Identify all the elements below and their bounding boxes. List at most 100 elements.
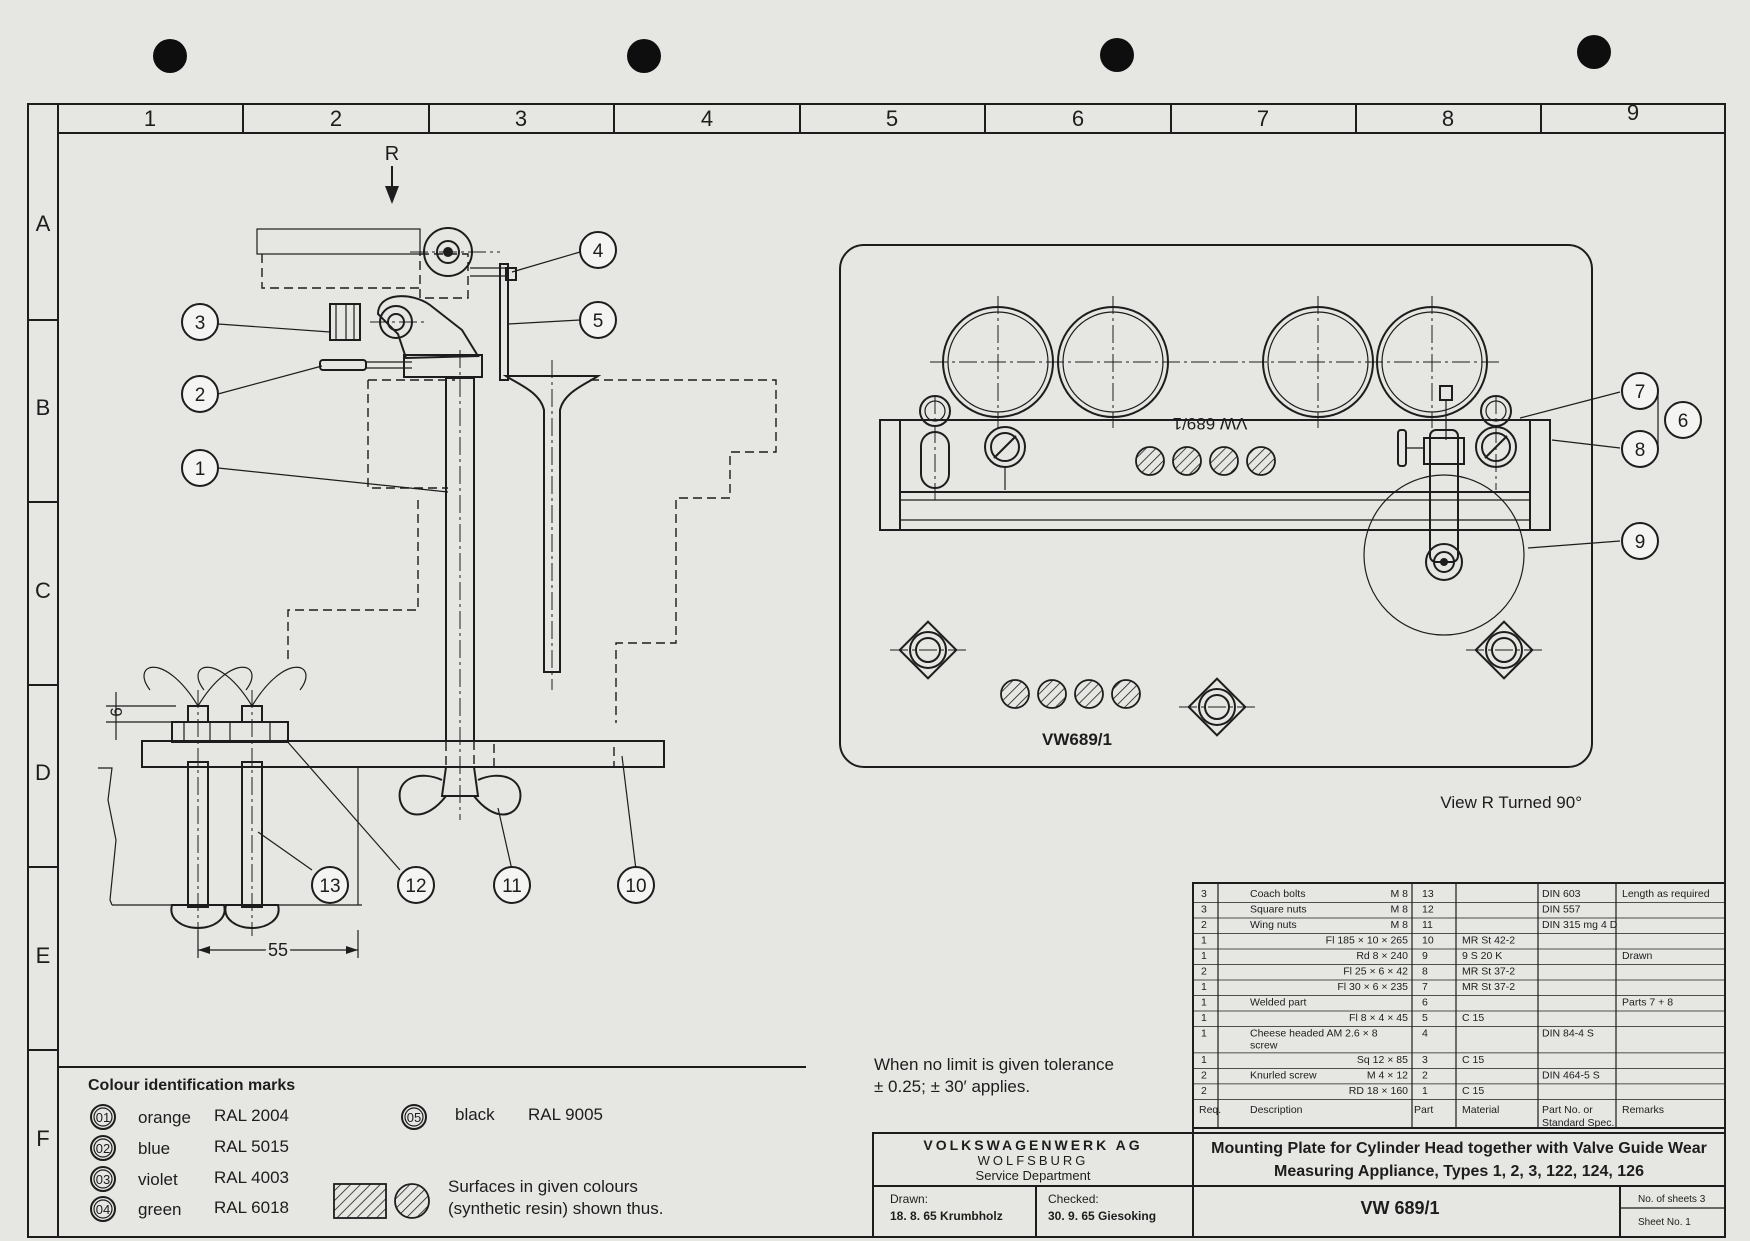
grid-column-labels: 1 2 3 4 5 6 7 8 9 xyxy=(144,100,1639,131)
svg-text:2: 2 xyxy=(195,385,206,406)
grid-row-labels: A B C D E F xyxy=(35,211,51,1151)
bom-cell-size: M 8 xyxy=(1390,888,1408,900)
bom-cell-material: C 15 xyxy=(1462,1054,1484,1066)
svg-text:11: 11 xyxy=(502,876,522,897)
number-of-sheets: No. of sheets 3 xyxy=(1638,1194,1706,1205)
svg-text:black: black xyxy=(455,1105,495,1124)
svg-text:RAL 5015: RAL 5015 xyxy=(214,1137,289,1156)
bom-cell-material: MR St 42-2 xyxy=(1462,935,1515,947)
grid-col-2: 2 xyxy=(330,106,342,131)
bom-cell-description: Knurled screw xyxy=(1250,1069,1317,1081)
svg-text:RAL 2004: RAL 2004 xyxy=(214,1106,289,1125)
bom-cell-part: 3 xyxy=(1422,1054,1428,1066)
balloon-1: 1 xyxy=(181,449,219,487)
company-department: Service Department xyxy=(976,1168,1091,1183)
grid-row-a: A xyxy=(36,211,51,236)
balloon-3: 3 xyxy=(181,303,219,341)
part-9-arm xyxy=(1429,429,1459,563)
grid-col-8: 8 xyxy=(1442,106,1454,131)
engraving-top: VW 689/1 xyxy=(1173,414,1248,433)
title-block: VOLKSWAGENWERK AG WOLFSBURG Service Depa… xyxy=(872,1128,1726,1238)
bom-header-partno-2: Standard Spec. xyxy=(1542,1117,1614,1129)
bom-cell-part: 6 xyxy=(1422,997,1428,1009)
grid-row-f: F xyxy=(36,1126,49,1151)
svg-text:blue: blue xyxy=(138,1139,170,1158)
bom-cell-part: 1 xyxy=(1422,1085,1428,1097)
sheet-number: Sheet No. 1 xyxy=(1638,1217,1691,1228)
svg-text:8: 8 xyxy=(1635,440,1646,461)
bom-cell-part: 4 xyxy=(1422,1028,1428,1040)
bom-header-description: Description xyxy=(1250,1104,1303,1116)
bom-cell-size: Fl 25 × 6 × 42 xyxy=(1343,966,1408,978)
svg-text:10: 10 xyxy=(625,876,646,897)
bom-cell-description: Wing nuts xyxy=(1250,919,1297,931)
bom-header-remarks: Remarks xyxy=(1622,1104,1664,1116)
bom-cell-part: 7 xyxy=(1422,981,1428,993)
grid-row-d: D xyxy=(35,760,51,785)
punch-holes xyxy=(153,35,1611,73)
grid-col-3: 3 xyxy=(515,106,527,131)
drawing-number: VW 689/1 xyxy=(1360,1198,1439,1218)
colour-marks-upper xyxy=(1135,446,1276,476)
bom-cell-part: 8 xyxy=(1422,966,1428,978)
bom-cell-part: 9 xyxy=(1422,950,1428,962)
colour-mark-03: 03 violet RAL 4003 xyxy=(90,1166,289,1192)
svg-text:04: 04 xyxy=(96,1202,110,1217)
svg-text:13: 13 xyxy=(319,876,340,897)
bom-cell-size: M 8 xyxy=(1390,904,1408,916)
grid-col-9: 9 xyxy=(1627,100,1639,125)
balloon-8: 8 xyxy=(1621,430,1659,468)
bom-header-req: Req. xyxy=(1199,1104,1221,1116)
bom-cell-remarks: Parts 7 + 8 xyxy=(1622,997,1673,1009)
bom-cell-req: 1 xyxy=(1201,997,1207,1009)
bom-cell-part: 12 xyxy=(1422,904,1434,916)
bom-cell-req: 3 xyxy=(1201,904,1207,916)
bom-cell-remarks: Length as required xyxy=(1622,888,1710,900)
bom-cell-standard: DIN 464-5 S xyxy=(1542,1069,1600,1081)
bom-cell-remarks: Drawn xyxy=(1622,950,1653,962)
grid-row-b: B xyxy=(36,395,51,420)
part-2-knurled-screw xyxy=(319,359,367,371)
svg-text:When no limit is given toleran: When no limit is given tolerance xyxy=(874,1055,1114,1074)
bom-cell-size: Fl 8 × 4 × 45 xyxy=(1349,1012,1408,1024)
bom-cell-description: Cheese headed AM 2.6 × 8 xyxy=(1250,1028,1378,1040)
plate-outline xyxy=(839,244,1593,768)
bom-cell-req: 1 xyxy=(1201,1028,1207,1040)
view-arrow-icon xyxy=(385,186,399,204)
svg-text:RAL 6018: RAL 6018 xyxy=(214,1198,289,1217)
checked-label: Checked: xyxy=(1048,1192,1099,1206)
drawn-value: 18. 8. 65 Krumbholz xyxy=(890,1209,1003,1223)
svg-text:01: 01 xyxy=(96,1110,110,1125)
balloon-10: 10 xyxy=(617,866,655,904)
bom-cell-req: 3 xyxy=(1201,888,1207,900)
svg-text:orange: orange xyxy=(138,1108,191,1127)
svg-text:5: 5 xyxy=(593,311,604,332)
view-caption: View R Turned 90° xyxy=(1440,793,1582,812)
surfaces-note-line2: (synthetic resin) shown thus. xyxy=(448,1199,663,1218)
valve xyxy=(502,375,602,673)
surfaces-note-line1: Surfaces in given colours xyxy=(448,1177,638,1196)
engraving-bottom: VW689/1 xyxy=(1042,730,1112,749)
bom-cell-standard: DIN 603 xyxy=(1542,888,1581,900)
balloon-9: 9 xyxy=(1621,522,1659,560)
bom-cell-req: 2 xyxy=(1201,1069,1207,1081)
colour-identification-marks: Colour identification marks 01 orange RA… xyxy=(58,1066,806,1222)
bom-cell-req: 2 xyxy=(1201,919,1207,931)
bom-cell-size: M 8 xyxy=(1390,919,1408,931)
hatch-sample-circle xyxy=(394,1183,430,1219)
bom-cell-part: 11 xyxy=(1422,919,1433,931)
bom-cell-description: Coach bolts xyxy=(1250,888,1305,900)
bom-header-partno-1: Part No. or xyxy=(1542,1104,1593,1116)
part-10-base-plate xyxy=(141,740,665,768)
colour-mark-01: 01 orange RAL 2004 xyxy=(90,1104,289,1130)
part-11-wing-nut xyxy=(440,766,480,797)
tolerance-note: When no limit is given tolerance ± 0.25;… xyxy=(874,1055,1114,1096)
drawing-title-line1: Mounting Plate for Cylinder Head togethe… xyxy=(1211,1140,1707,1157)
grid-row-c: C xyxy=(35,578,51,603)
